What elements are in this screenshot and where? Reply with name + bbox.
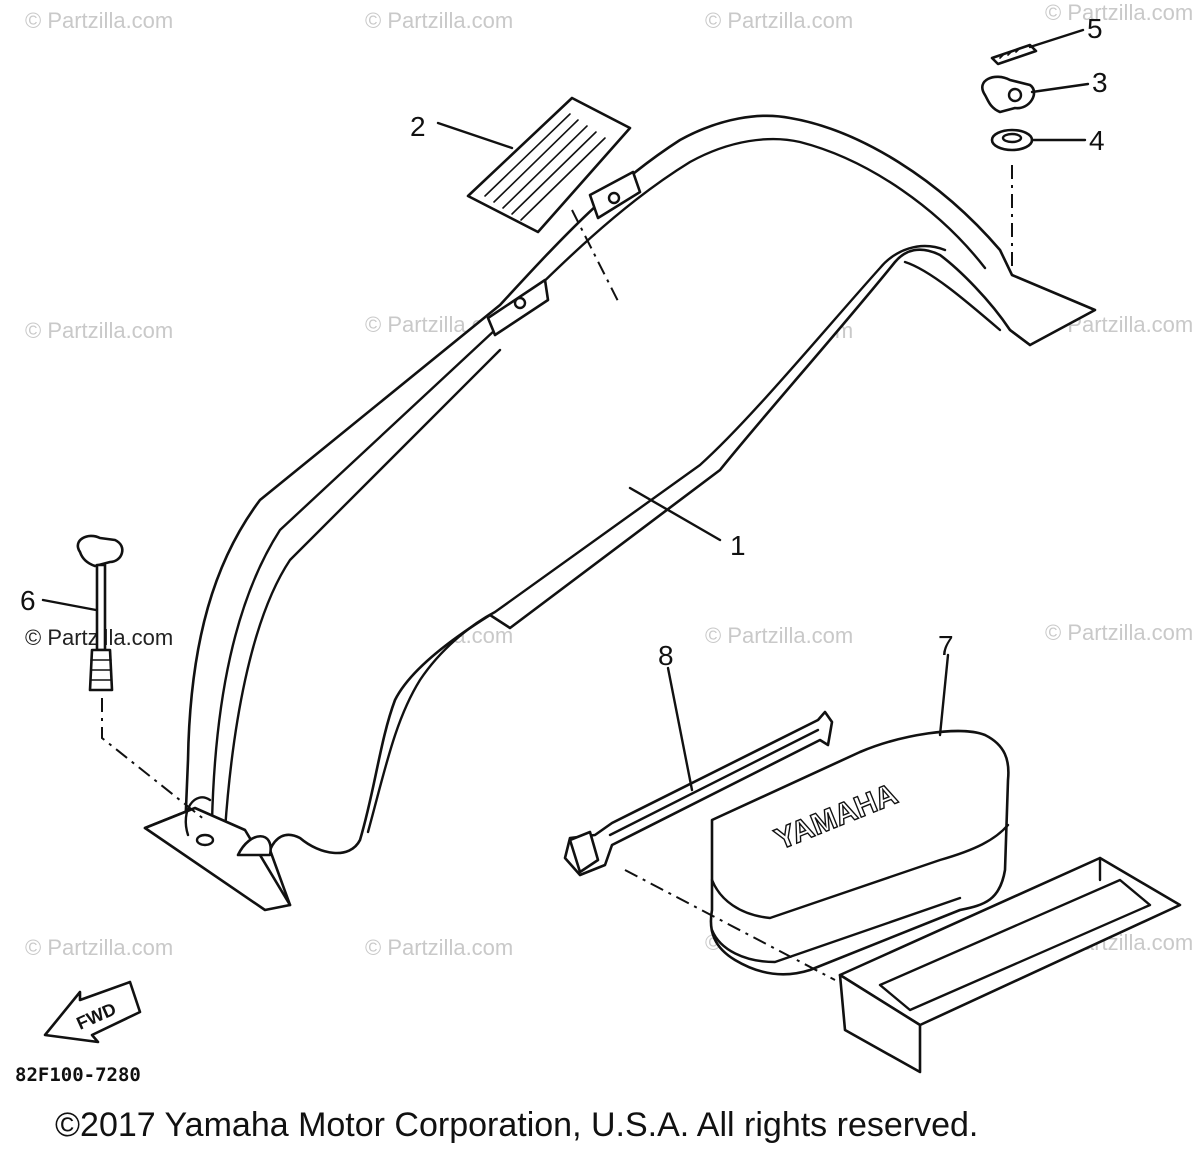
- part-6-wing-bolt[interactable]: [76, 534, 124, 692]
- part-2-label-decal[interactable]: [466, 96, 632, 234]
- part-7-tool-bag[interactable]: YAMAHA: [709, 729, 1010, 976]
- watermark: © Partzilla.com: [25, 318, 173, 343]
- watermark: © Partzilla.com: [365, 935, 513, 960]
- callout-4[interactable]: 4: [1089, 125, 1105, 156]
- leader-lines: [41, 28, 1090, 792]
- callout-6[interactable]: 6: [20, 585, 36, 616]
- part-3-wing-nut[interactable]: [981, 75, 1036, 114]
- callout-numbers: 2 5 3 4 1 6 8 7: [20, 13, 1108, 671]
- copyright-notice: ©2017 Yamaha Motor Corporation, U.S.A. A…: [55, 1106, 978, 1144]
- part-8-strap[interactable]: [563, 710, 834, 877]
- watermark: © Partzilla.com: [705, 8, 853, 33]
- callout-8[interactable]: 8: [658, 640, 674, 671]
- part-4-washer[interactable]: [990, 128, 1034, 152]
- part-1-fender-cover[interactable]: [143, 114, 1097, 912]
- callout-3[interactable]: 3: [1092, 67, 1108, 98]
- watermark: © Partzilla.com: [1045, 0, 1193, 25]
- diagram-code: 82F100-7280: [15, 1064, 141, 1086]
- assembly-lines: [101, 165, 1013, 981]
- callout-2[interactable]: 2: [410, 111, 426, 142]
- callout-7[interactable]: 7: [938, 630, 954, 661]
- callout-5[interactable]: 5: [1087, 13, 1103, 44]
- watermark: © Partzilla.com: [365, 8, 513, 33]
- watermark: © Partzilla.com: [705, 623, 853, 648]
- tool-bag-bracket[interactable]: [838, 856, 1182, 1074]
- fwd-arrow: FWD: [43, 980, 142, 1044]
- part-5-screw[interactable]: [990, 43, 1038, 66]
- callout-1[interactable]: 1: [730, 530, 746, 561]
- watermark: © Partzilla.com: [25, 935, 173, 960]
- watermark: © Partzilla.com: [1045, 620, 1193, 645]
- watermarks: © Partzilla.com © Partzilla.com © Partzi…: [25, 0, 1193, 960]
- watermark: © Partzilla.com: [25, 8, 173, 33]
